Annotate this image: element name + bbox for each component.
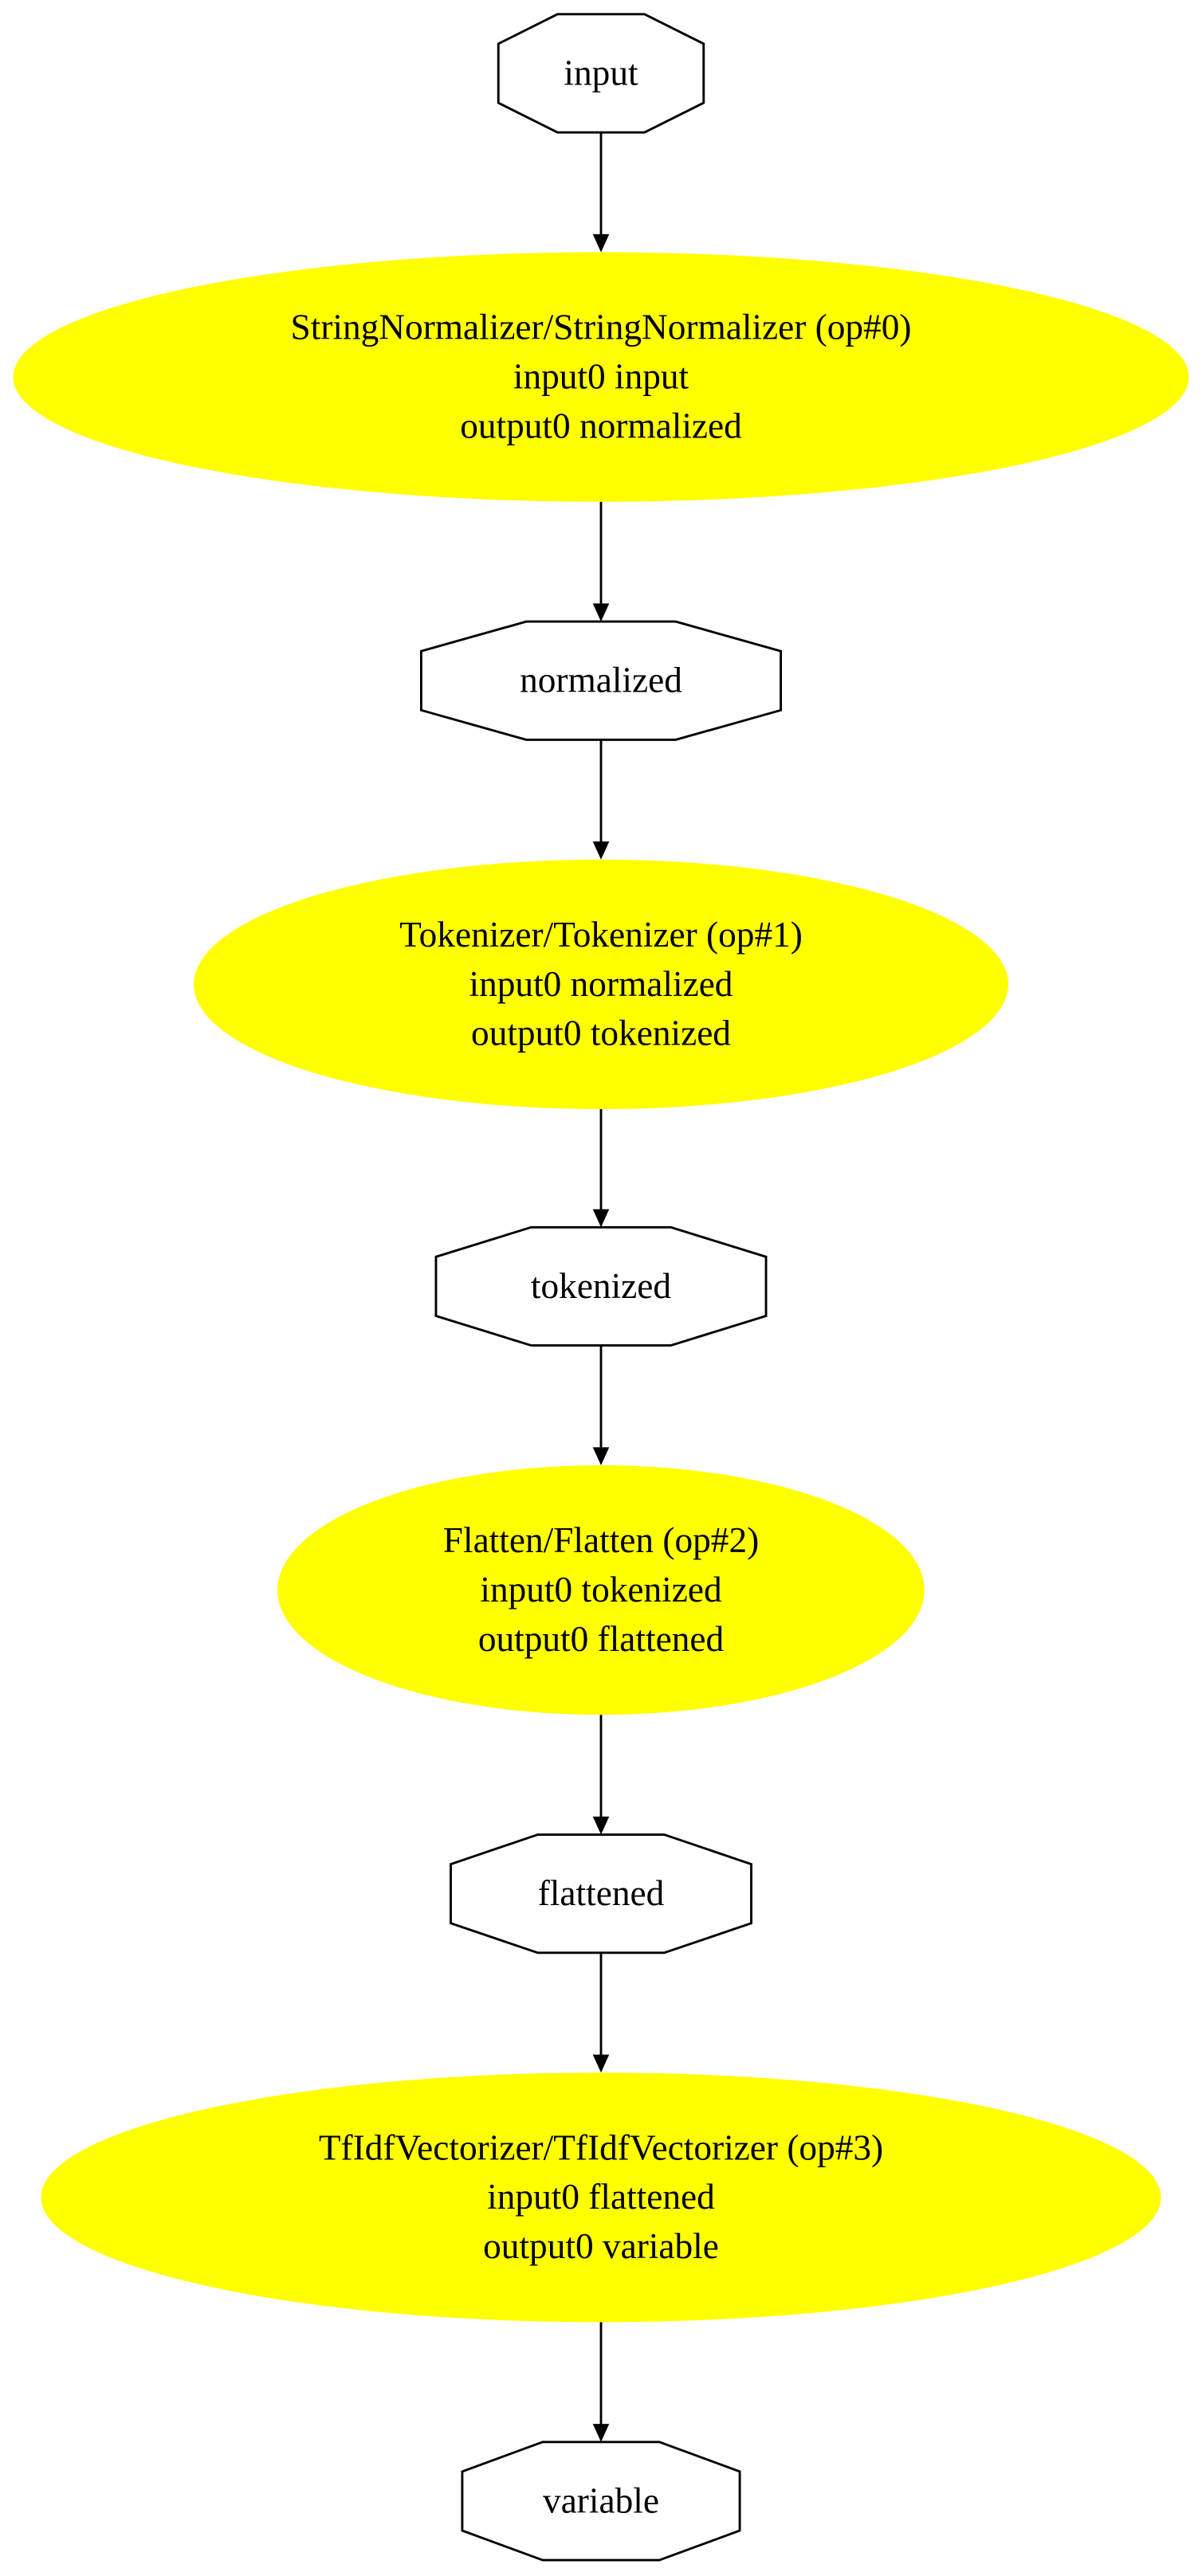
op-ellipse bbox=[41, 2072, 1161, 2323]
edge-op1-to-tokenized bbox=[592, 1108, 610, 1228]
node-label: Tokenizer/Tokenizer (op#1) bbox=[399, 915, 803, 955]
node-label: normalized bbox=[520, 661, 682, 700]
arrowhead-icon bbox=[592, 603, 610, 622]
tensor-octagon bbox=[419, 620, 783, 741]
node-label: flattened bbox=[538, 1873, 665, 1913]
op-ellipse bbox=[13, 252, 1189, 502]
node-io-label: input0 tokenized bbox=[480, 1570, 722, 1610]
edge-normalized-to-op1 bbox=[592, 739, 610, 860]
node-io-label: input0 input bbox=[513, 357, 689, 397]
edge-flattened-to-op3 bbox=[592, 1952, 610, 2073]
edge-input-to-op0 bbox=[592, 132, 610, 253]
node-label: TfIdfVectorizer/TfIdfVectorizer (op#3) bbox=[319, 2127, 883, 2167]
node-io-label: output0 tokenized bbox=[471, 1014, 731, 1053]
edges bbox=[592, 132, 610, 2442]
node-label: Flatten/Flatten (op#2) bbox=[443, 1520, 759, 1560]
op-node-op0: StringNormalizer/StringNormalizer (op#0)… bbox=[13, 252, 1189, 502]
arrowhead-icon bbox=[592, 2054, 610, 2073]
edge-op2-to-flattened bbox=[592, 1715, 610, 1835]
edge-tokenized-to-op2 bbox=[592, 1345, 610, 1465]
tensor-octagon bbox=[461, 2441, 741, 2562]
tensor-node-normalized: normalized bbox=[419, 620, 783, 741]
arrowhead-icon bbox=[592, 2424, 610, 2442]
arrowhead-icon bbox=[592, 1447, 610, 1465]
edge-op0-to-normalized bbox=[592, 501, 610, 622]
tensor-node-variable: variable bbox=[461, 2441, 741, 2562]
node-label: StringNormalizer/StringNormalizer (op#0) bbox=[291, 308, 912, 347]
tensor-octagon bbox=[497, 13, 705, 134]
tensor-node-flattened: flattened bbox=[450, 1833, 752, 1955]
node-label: tokenized bbox=[531, 1266, 671, 1306]
node-io-label: output0 normalized bbox=[460, 406, 742, 445]
op-node-op2: Flatten/Flatten (op#2) input0 tokenized ou… bbox=[277, 1464, 925, 1715]
tensor-node-input: input bbox=[497, 13, 705, 134]
tensor-node-tokenized: tokenized bbox=[434, 1225, 768, 1347]
op-ellipse bbox=[277, 1464, 925, 1715]
node-io-label: output0 variable bbox=[483, 2226, 719, 2266]
op-ellipse bbox=[194, 859, 1008, 1109]
arrowhead-icon bbox=[592, 841, 610, 860]
op-node-op1: Tokenizer/Tokenizer (op#1) input0 normali… bbox=[194, 859, 1008, 1109]
node-label: variable bbox=[543, 2480, 659, 2520]
node-io-label: input0 flattened bbox=[487, 2177, 715, 2217]
node-io-label: input0 normalized bbox=[469, 964, 733, 1004]
tensor-octagon bbox=[434, 1225, 768, 1347]
node-label: input bbox=[564, 53, 638, 92]
op-node-op3: TfIdfVectorizer/TfIdfVectorizer (op#3) in… bbox=[41, 2072, 1161, 2323]
arrowhead-icon bbox=[592, 1209, 610, 1228]
arrowhead-icon bbox=[592, 1816, 610, 1835]
node-io-label: output0 flattened bbox=[478, 1619, 725, 1659]
arrowhead-icon bbox=[592, 233, 610, 253]
edge-op3-to-variable bbox=[592, 2322, 610, 2442]
tensor-octagon bbox=[450, 1833, 752, 1955]
